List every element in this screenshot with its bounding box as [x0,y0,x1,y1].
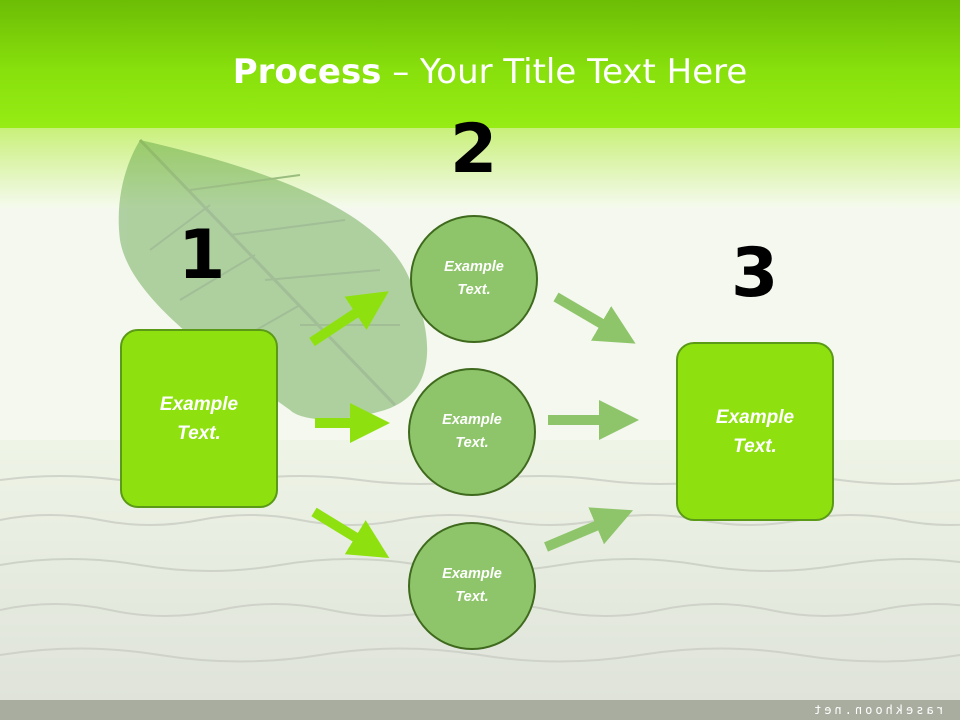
step-2-node-1-label: Example Text. [444,259,504,298]
header-band [0,0,960,128]
step-2-node-3: Example Text. [408,522,536,650]
step-1-number: 1 [178,216,226,295]
arrow-2-bottom-to-3 [544,507,634,552]
step-3-number: 3 [731,234,779,313]
step-2-node-2: Example Text. [408,368,536,496]
slide-title: Process – Your Title Text Here [0,52,960,92]
step-1-label: Example Text. [159,393,239,444]
step-2-node-1: Example Text. [410,215,538,343]
step-3-label: Example Text. [715,406,795,457]
watermark: rasekhoon.net [811,703,944,717]
arrow-1-to-2-bottom [311,507,390,559]
step-1-box: Example Text. [120,329,278,508]
step-2-number: 2 [450,110,498,189]
title-bold: Process [232,52,382,92]
footer-bar [0,700,960,720]
step-2-node-3-label: Example Text. [442,566,502,605]
step-2-node-2-label: Example Text. [442,412,502,451]
arrow-2-top-to-3 [553,292,636,344]
arrow-1-to-2-top [309,291,389,347]
title-rest: – Your Title Text Here [381,52,748,92]
step-3-box: Example Text. [676,342,834,521]
